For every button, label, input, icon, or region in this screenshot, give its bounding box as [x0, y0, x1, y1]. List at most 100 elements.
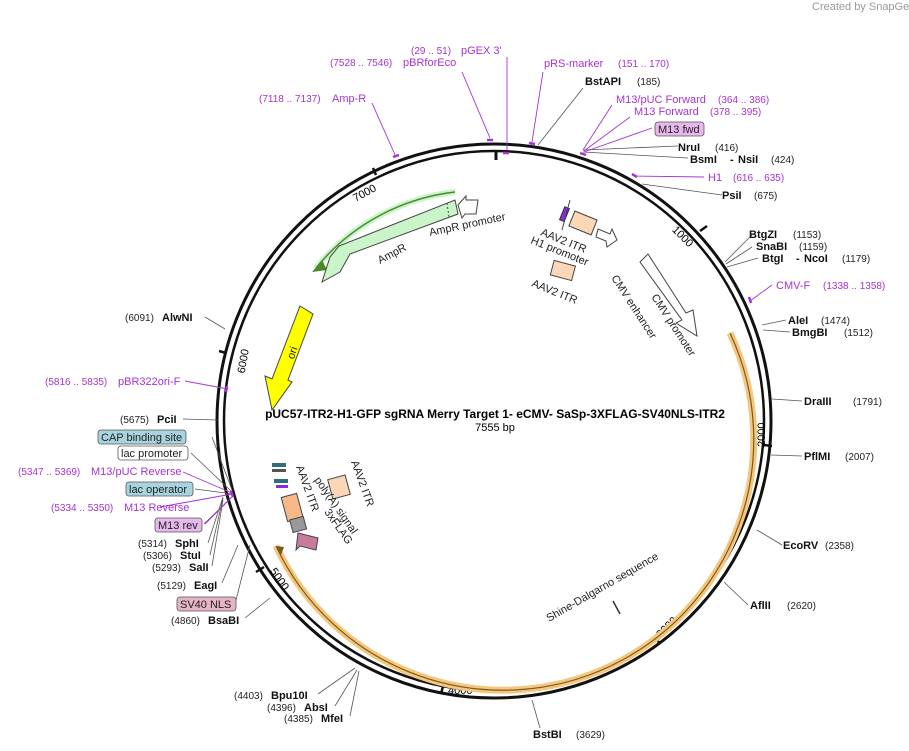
cmv-arrow	[639, 253, 698, 337]
enzyme-bpu10i: Bpu10I	[271, 690, 308, 702]
enzyme-frui: NruI	[678, 142, 700, 154]
aav2-top-pointer	[561, 199, 571, 231]
enzyme-sali: SalI	[189, 562, 209, 574]
enzyme-btgzi-pos: (1153)	[793, 230, 821, 241]
primer-marks	[224, 138, 753, 498]
enzyme-alei: AleI	[788, 315, 808, 327]
tick-5000	[255, 565, 265, 574]
box-sv40-label: SV40 NLS	[180, 599, 231, 611]
tick-label-2000: 2000	[756, 423, 768, 447]
enzyme-eagi: EagI	[194, 580, 217, 592]
enzyme-alei-pos: (1474)	[821, 316, 850, 327]
enzyme-bsabi: BsaBI	[208, 615, 239, 627]
enzyme-ecorv: EcoRV	[783, 540, 819, 552]
tick-7000	[371, 167, 378, 176]
boxed-labels: M13 fwd CAP binding site lac promoter la…	[97, 121, 705, 612]
enzyme-bstapi-pos: (185)	[637, 77, 660, 88]
enzyme-draiii: DraIII	[804, 396, 832, 408]
enzyme-draiii-pos: (1791)	[853, 397, 882, 408]
primer-leaders	[159, 57, 773, 525]
primer-m13-fwd-pos: (378 .. 395)	[710, 107, 761, 118]
cap-mark	[272, 463, 286, 467]
sasp-band-line	[275, 332, 755, 691]
primer-pbr322ori-pos: (5816 .. 5835)	[45, 377, 107, 388]
enzyme-bmgbi-pos: (1512)	[844, 328, 873, 339]
enzyme-snabi: SnaBI	[756, 241, 787, 253]
label-aav2-itr-bot1: AAV2 ITR	[348, 459, 376, 508]
primer-cmvf-pos: (1338 .. 1358)	[823, 281, 885, 292]
enzyme-stui-pos: (5306)	[143, 551, 172, 562]
box-lacpromoter-label: lac promoter	[121, 448, 182, 460]
enzyme-bmgbi: BmgBI	[792, 327, 827, 339]
enzyme-psii-pos: (675)	[754, 191, 777, 202]
enzyme-btgi-sep: -	[796, 253, 800, 265]
enzyme-btgzi: BtgZI	[749, 229, 777, 241]
enzyme-mfei: MfeI	[321, 713, 343, 725]
enzyme-frui-pos: (416)	[715, 143, 738, 154]
enzyme-mfei-pos: (4385)	[284, 714, 313, 725]
sasp-arrowhead	[276, 546, 284, 555]
ori-arrow	[264, 305, 314, 412]
primer-cmvf: CMV-F	[776, 280, 811, 292]
primer-pgex-pos: (29 .. 51)	[411, 46, 451, 57]
box-m13rev-label: M13 rev	[158, 520, 198, 532]
tick-label-7000: 7000	[351, 182, 378, 204]
enzyme-snabi-pos: (1159)	[799, 242, 827, 253]
enzyme-sali-pos: (5293)	[152, 563, 181, 574]
plasmid-title: pUC57-ITR2-H1-GFP sgRNA Merry Target 1- …	[265, 407, 725, 421]
box-lacop	[125, 481, 194, 497]
aav2-itr-bot1-box	[327, 474, 351, 500]
enzyme-psii: PsiI	[722, 190, 742, 202]
enzyme-bsmi-sep: -	[730, 154, 734, 166]
primer-prs-marker: pRS-marker	[544, 58, 604, 70]
box-lacop-label: lac operator	[129, 484, 187, 496]
tick-label-6000: 6000	[236, 348, 252, 374]
enzyme-pflmi: PflMI	[804, 451, 830, 463]
label-cmv-enhancer: CMV enhancer	[608, 273, 658, 341]
tick-6000	[218, 349, 227, 355]
enzyme-btgi: BtgI	[762, 253, 783, 265]
enzyme-stui: StuI	[180, 550, 201, 562]
enzyme-sphi: SphI	[175, 538, 199, 550]
flag-arrow	[295, 532, 319, 552]
enzyme-eagi-pos: (5129)	[157, 581, 186, 592]
enzyme-bsmi-pos: (424)	[771, 155, 794, 166]
ampr-outer-line	[315, 191, 456, 269]
box-m13rev	[154, 517, 203, 533]
tick-4000	[439, 685, 445, 695]
label-aav2-itr-mid: AAV2 ITR	[530, 278, 579, 307]
enzyme-bstbi: BstBI	[533, 729, 562, 741]
label-ori: ori	[285, 345, 300, 361]
lacop-mark	[274, 479, 288, 483]
tick-1000	[699, 224, 708, 233]
primer-ampr-pos: (7118 .. 7137)	[259, 94, 321, 105]
primer-m13puc-rev-pos: (5347 .. 5369)	[18, 467, 80, 478]
enzyme-labels: BstAPI (185) NruI (416) BsmI - NsiI (424…	[120, 76, 882, 741]
primer-pbr322ori: pBR322ori-F	[118, 376, 181, 388]
enzyme-sphi-pos: (5314)	[138, 539, 167, 550]
m13rev-mark	[276, 485, 288, 488]
enzyme-pflmi-pos: (2007)	[845, 452, 874, 463]
primer-m13puc-fwd-pos: (364 .. 386)	[718, 95, 769, 106]
primer-m13puc-rev: M13/pUC Reverse	[91, 466, 181, 478]
box-cap	[97, 429, 187, 445]
primer-m13-fwd: M13 Forward	[634, 106, 699, 118]
lacpromoter-mark	[272, 469, 286, 472]
box-m13fwd-label: M13 fwd	[658, 124, 700, 136]
enzyme-btgi-pos: (1179)	[842, 254, 870, 265]
primer-h1: H1	[708, 172, 722, 184]
primer-h1-pos: (616 .. 635)	[733, 173, 784, 184]
primer-m13-rev-pos: (5334 .. 5350)	[51, 503, 113, 514]
enzyme-aflii-pos: (2620)	[787, 601, 816, 612]
enzyme-alwni: AlwNI	[162, 312, 193, 324]
enzyme-bsabi-pos: (4860)	[171, 616, 200, 627]
aav2-itr-top-box	[568, 210, 598, 236]
label-shine: Shine-Dalgarno sequence	[545, 551, 661, 625]
leader-lines	[182, 87, 803, 729]
primer-pgex: pGEX 3'	[461, 45, 502, 57]
tick-2000	[763, 443, 773, 448]
ampr-promoter-arrow	[457, 194, 479, 220]
enzyme-pcii: PciI	[157, 414, 177, 426]
enzyme-bstbi-pos: (3629)	[576, 730, 605, 741]
